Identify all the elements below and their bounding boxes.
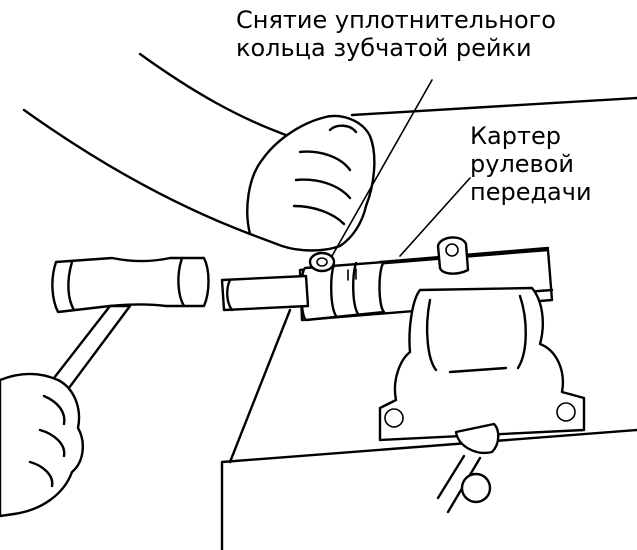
rubber-mallet xyxy=(38,256,210,402)
callout-rack-seal-line1: Снятие уплотнительного xyxy=(236,6,556,34)
left-hand xyxy=(0,372,84,518)
callout-housing-line2: рулевой xyxy=(470,150,574,178)
callout-housing-line1: Картер xyxy=(470,122,561,150)
callout-steering-housing: Картер рулевой передачи xyxy=(470,122,592,206)
bench-vise xyxy=(378,286,586,514)
right-hand xyxy=(22,52,376,252)
rack-shaft xyxy=(220,274,310,312)
callout-rack-seal-removal: Снятие уплотнительного кольца зубчатой р… xyxy=(236,6,556,62)
callout-housing-line3: передачи xyxy=(470,178,592,206)
leader-seal-ring xyxy=(331,79,433,257)
leader-housing xyxy=(399,177,471,257)
leader-lines xyxy=(331,79,471,257)
callout-rack-seal-line2: кольца зубчатой рейки xyxy=(236,34,532,62)
rack-seal-ring xyxy=(308,251,336,273)
